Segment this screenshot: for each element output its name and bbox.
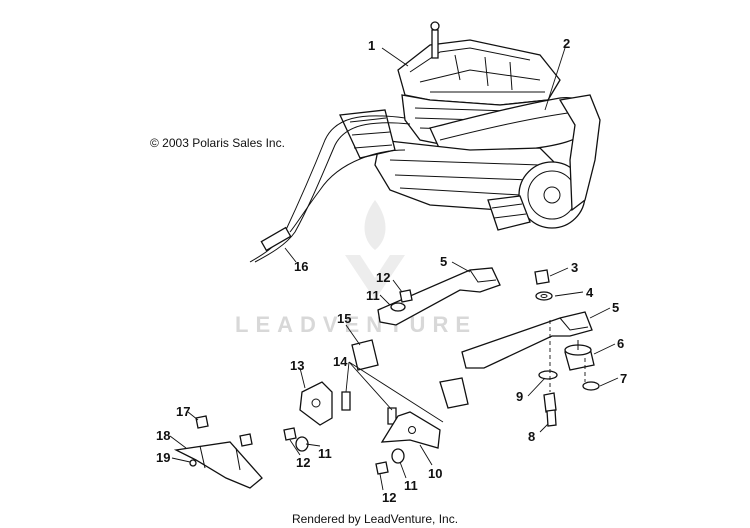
copyright-notice: © 2003 Polaris Sales Inc. [150, 136, 285, 150]
bracket-clip-15 [351, 339, 469, 409]
wire-harness [249, 115, 411, 263]
nut-washer-upper [390, 289, 413, 312]
callout-18: 18 [156, 428, 170, 443]
callout-14: 14 [333, 354, 348, 369]
bolt-8 [543, 392, 557, 427]
nut-7 [582, 381, 600, 391]
callout-3: 3 [571, 260, 578, 275]
callout-8: 8 [528, 429, 535, 444]
callout-15: 15 [337, 311, 351, 326]
bracket-assembly-18 [173, 415, 263, 489]
bolts-14 [341, 391, 397, 425]
callout-12-upper: 12 [376, 270, 390, 285]
callout-17: 17 [176, 404, 190, 419]
callout-7: 7 [620, 371, 627, 386]
nut-washer-middle [283, 427, 309, 452]
callout-11-upper: 11 [366, 288, 380, 303]
engine-mount-bracket-lower [461, 311, 593, 369]
nut-washer-lower [375, 448, 405, 475]
watermark-logo [345, 200, 405, 300]
callout-leader-lines [169, 47, 619, 491]
callout-5-upper: 5 [440, 254, 447, 269]
callout-11-middle: 11 [318, 446, 332, 461]
callout-10: 10 [428, 466, 442, 481]
callout-6: 6 [617, 336, 624, 351]
callout-9: 9 [516, 389, 523, 404]
callout-16: 16 [294, 259, 308, 274]
watermark-text: LEADVENTURE [235, 312, 478, 337]
bracket-13 [299, 381, 333, 426]
callout-12-lower: 12 [382, 490, 396, 505]
callout-numbers: 1 2 3 4 5 5 6 7 8 9 10 11 11 11 12 12 12… [156, 36, 627, 505]
footer-credit: Rendered by LeadVenture, Inc. [291, 512, 459, 526]
callout-4: 4 [586, 285, 594, 300]
callout-2: 2 [563, 36, 570, 51]
assembly-lines [549, 320, 586, 392]
rubber-mount [564, 340, 595, 371]
callout-19: 19 [156, 450, 170, 465]
engine-assembly [339, 21, 601, 231]
callout-1: 1 [368, 38, 375, 53]
engine-mount-bracket-upper [377, 267, 501, 326]
bracket-10 [380, 411, 441, 449]
washer-9 [538, 370, 558, 380]
callout-13: 13 [290, 358, 304, 373]
callout-5-lower: 5 [612, 300, 619, 315]
nut-washer-3-4 [534, 269, 553, 301]
callout-11-lower: 11 [404, 478, 418, 493]
callout-12-middle: 12 [296, 455, 310, 470]
